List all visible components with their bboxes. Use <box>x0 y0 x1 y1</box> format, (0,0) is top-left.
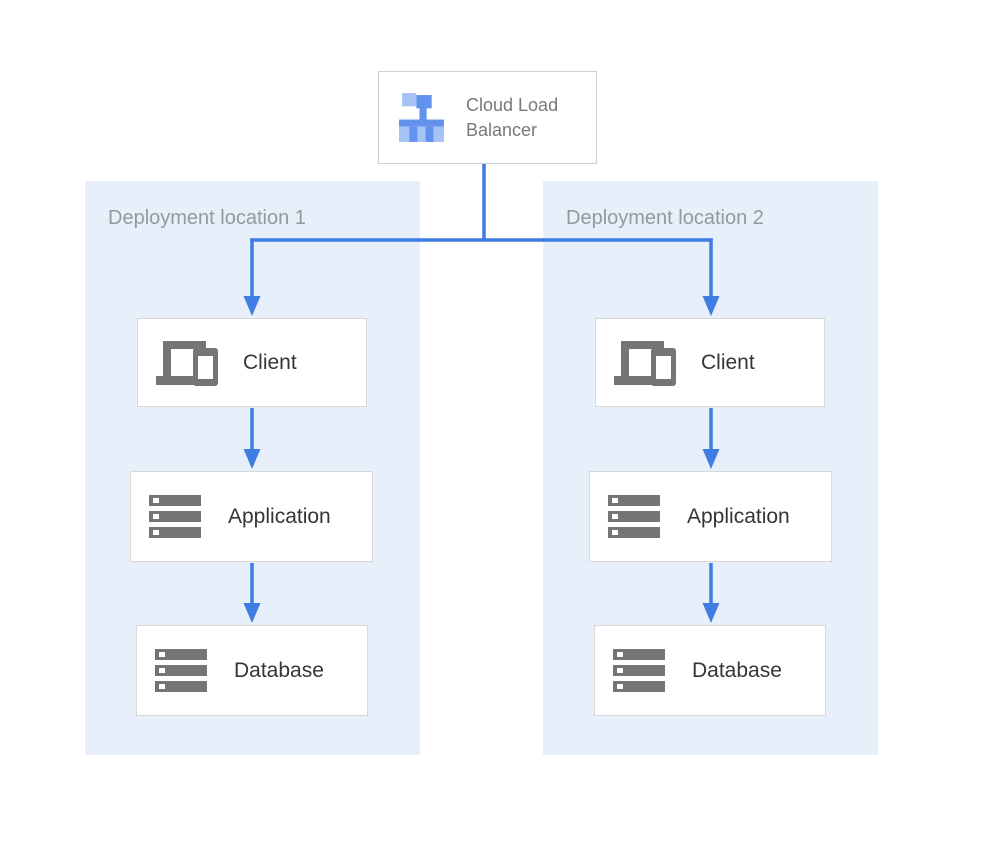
node-database-1: Database <box>136 625 368 716</box>
load-balancer-icon <box>399 92 444 143</box>
node-client-2: Client <box>595 318 825 407</box>
node-label: Application <box>228 504 331 528</box>
server-stack-icon <box>155 649 207 692</box>
node-label: Application <box>687 504 790 528</box>
node-label: Database <box>692 658 782 682</box>
server-stack-icon <box>608 495 660 538</box>
node-label: Client <box>701 350 755 374</box>
node-label: Cloud Load Balancer <box>466 94 559 140</box>
node-client-1: Client <box>137 318 367 407</box>
panel-1-label: Deployment location 1 <box>108 207 306 229</box>
server-stack-icon <box>613 649 665 692</box>
node-label: Database <box>234 658 324 682</box>
client-devices-icon <box>614 340 676 386</box>
client-devices-icon <box>156 340 218 386</box>
node-database-2: Database <box>594 625 826 716</box>
node-application-1: Application <box>130 471 373 562</box>
panel-2-label: Deployment location 2 <box>566 207 764 229</box>
node-application-2: Application <box>589 471 832 562</box>
node-label: Client <box>243 350 297 374</box>
node-cloud-load-balancer: Cloud Load Balancer <box>378 71 597 164</box>
server-stack-icon <box>149 495 201 538</box>
